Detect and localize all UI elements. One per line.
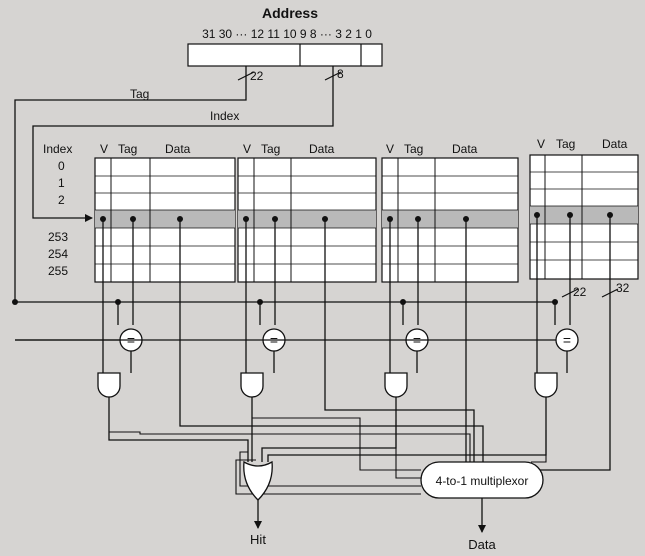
or-gate: [243, 460, 273, 501]
tag-width-slash: [237, 71, 255, 81]
col-header-data: Data: [452, 142, 478, 156]
and-output-line: [267, 397, 547, 462]
index-row-label: 0: [58, 159, 65, 173]
selected-set-row: [530, 206, 638, 224]
data-width-slash: [601, 288, 619, 298]
col-header-tag: Tag: [261, 142, 280, 156]
col-header-tag: Tag: [404, 142, 423, 156]
selected-set-row: [238, 210, 376, 228]
index-bus-label: Index: [210, 109, 239, 123]
selected-set-row: [95, 210, 235, 228]
tag-width-label: 22: [250, 69, 264, 83]
address-title: Address: [262, 5, 318, 21]
address-bit-numbers: 31 30 ··· 12 11 10 9 8 ··· 3 2 1 0: [202, 27, 372, 41]
col-header-v: V: [386, 142, 394, 156]
data-output-label: Data: [468, 537, 496, 552]
tag-bus: [14, 66, 247, 302]
col-header-data: Data: [602, 137, 628, 151]
tag-width-slash: [561, 288, 579, 298]
and-output-line: [108, 397, 249, 462]
col-header-data: Data: [309, 142, 335, 156]
col-header-v: V: [100, 142, 108, 156]
and-gate: [240, 372, 264, 398]
and-output-line: [261, 397, 397, 462]
cache-way-2: V Tag Data =: [261, 142, 519, 462]
index-row-label: 253: [48, 230, 68, 244]
mux-select-lines: [109, 417, 547, 495]
index-row-label: 255: [48, 264, 68, 278]
data-line: [531, 215, 611, 471]
stored-tag-width-label: 22: [573, 285, 587, 299]
col-header-v: V: [243, 142, 251, 156]
index-column-header: Index: [43, 142, 72, 156]
cache-way-3: V Tag Data 22 32 =: [267, 137, 639, 471]
and-gate: [384, 372, 408, 398]
row-lines: [530, 171, 638, 261]
index-bus: [32, 66, 334, 222]
row-lines: [382, 175, 518, 265]
address-register: [187, 43, 383, 67]
index-row-label: 2: [58, 193, 65, 207]
index-width-label: 8: [337, 67, 344, 81]
index-row-label: 1: [58, 176, 65, 190]
col-header-tag: Tag: [556, 137, 575, 151]
hit-label: Hit: [250, 532, 266, 547]
row-lines: [95, 175, 235, 265]
index-row-label: 254: [48, 247, 68, 261]
col-header-tag: Tag: [118, 142, 137, 156]
and-gate: [97, 372, 121, 398]
comparator-symbol: =: [563, 332, 571, 348]
multiplexor-label: 4-to-1 multiplexor: [436, 474, 529, 488]
selected-set-row: [382, 210, 518, 228]
and-gate: [534, 372, 558, 398]
data-width-label: 32: [616, 281, 630, 295]
col-header-data: Data: [165, 142, 191, 156]
cache-way-1: V Tag Data =: [15, 142, 475, 462]
index-width-slash: [324, 71, 342, 81]
col-header-v: V: [537, 137, 545, 151]
data-line: [179, 219, 484, 462]
row-lines: [238, 175, 376, 265]
data-line: [324, 219, 475, 462]
tag-bus-label: Tag: [130, 87, 149, 101]
